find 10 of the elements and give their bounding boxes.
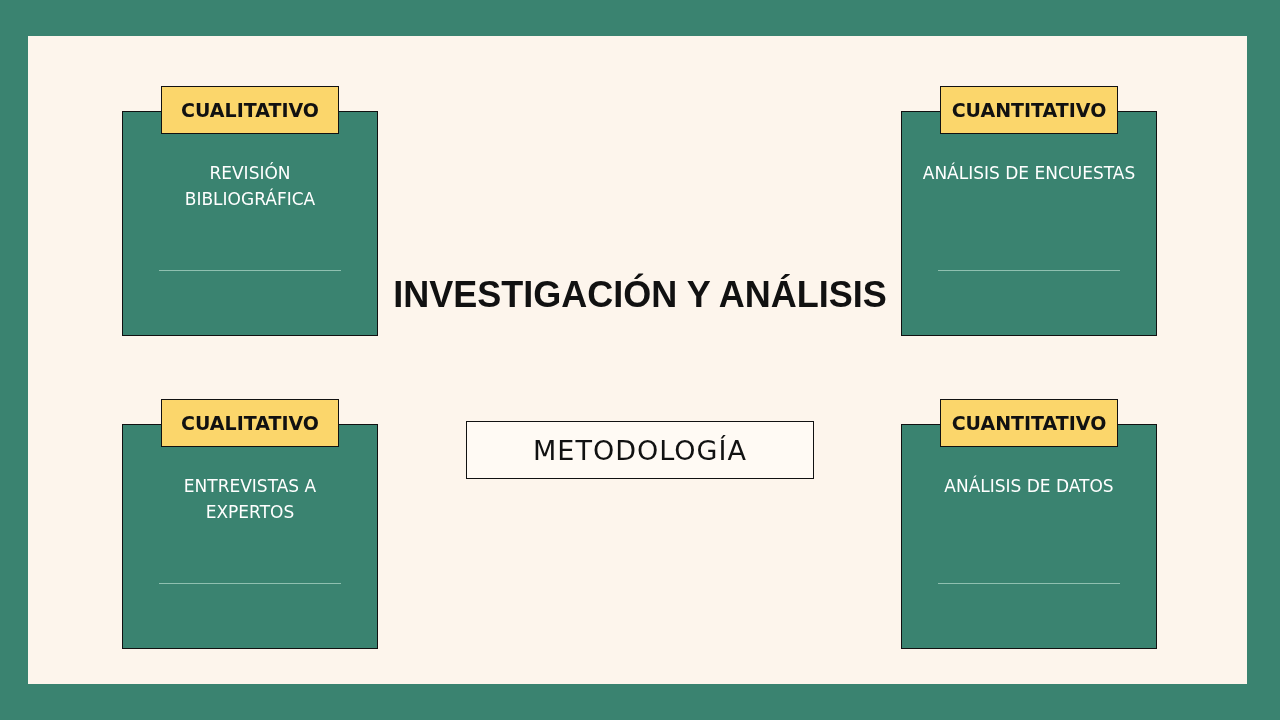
category-tag: CUALITATIVO	[161, 399, 339, 447]
card-text: ANÁLISIS DE DATOS	[943, 474, 1115, 498]
card-text: ANÁLISIS DE ENCUESTAS	[922, 161, 1136, 185]
card-text: ENTREVISTAS A EXPERTOS	[182, 475, 318, 524]
category-tag: CUANTITATIVO	[940, 86, 1118, 134]
title: INVESTIGACIÓN Y ANÁLISIS	[392, 272, 888, 317]
category-tag: CUANTITATIVO	[940, 399, 1118, 447]
card-text: REVISIÓN BIBLIOGRÁFICA	[183, 161, 317, 211]
category-tag: CUALITATIVO	[161, 86, 339, 134]
label-box: METODOLOGÍA	[466, 421, 814, 479]
